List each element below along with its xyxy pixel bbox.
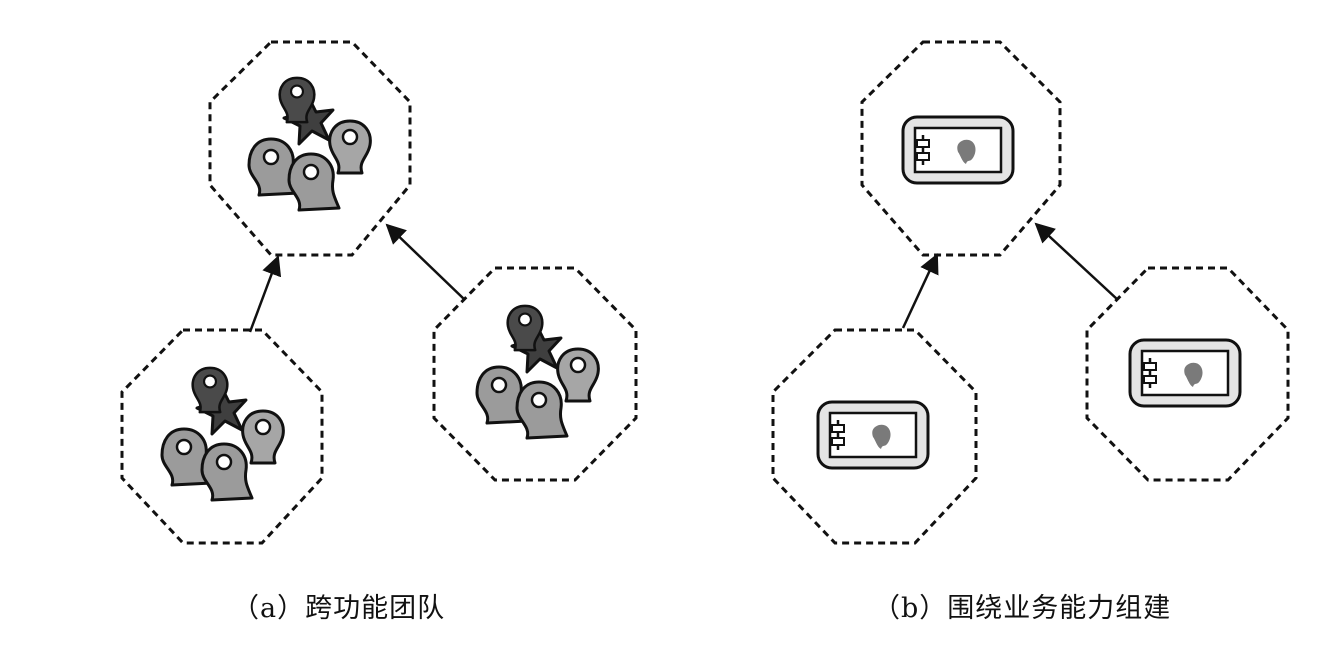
- top-component-boundary: [860, 40, 1062, 257]
- bottom-left-team-node: [120, 328, 324, 545]
- top-team-node: [208, 40, 412, 257]
- team-icon: [160, 366, 285, 502]
- caption-business-capabilities: （b）围绕业务能力组建: [873, 593, 1172, 624]
- component-icon: [816, 400, 930, 470]
- component-icon: [901, 115, 1015, 185]
- top-component-node: [860, 40, 1062, 257]
- component-icon: [1128, 338, 1242, 408]
- panel-a: [120, 40, 638, 545]
- bottom-left-team-boundary: [120, 328, 324, 545]
- edge-bottom-right-to-top-component: [1034, 222, 1119, 301]
- caption-cross-functional-teams: （a）跨功能团队: [232, 593, 446, 624]
- panel-b: [771, 40, 1290, 545]
- team-icon: [475, 304, 600, 440]
- bottom-left-component-boundary: [771, 328, 978, 545]
- edge-bottom-left-to-top-component: [901, 253, 939, 329]
- bottom-left-component-node: [771, 328, 978, 545]
- bottom-right-team-boundary: [432, 266, 638, 482]
- team-icon: [247, 76, 372, 212]
- bottom-right-component-boundary: [1085, 266, 1290, 482]
- top-team-boundary: [208, 40, 412, 257]
- bottom-right-component-node: [1085, 266, 1290, 482]
- edge-bottom-right-to-top-team: [385, 223, 466, 301]
- bottom-right-team-node: [432, 266, 638, 482]
- edge-bottom-left-to-top-team: [248, 255, 282, 333]
